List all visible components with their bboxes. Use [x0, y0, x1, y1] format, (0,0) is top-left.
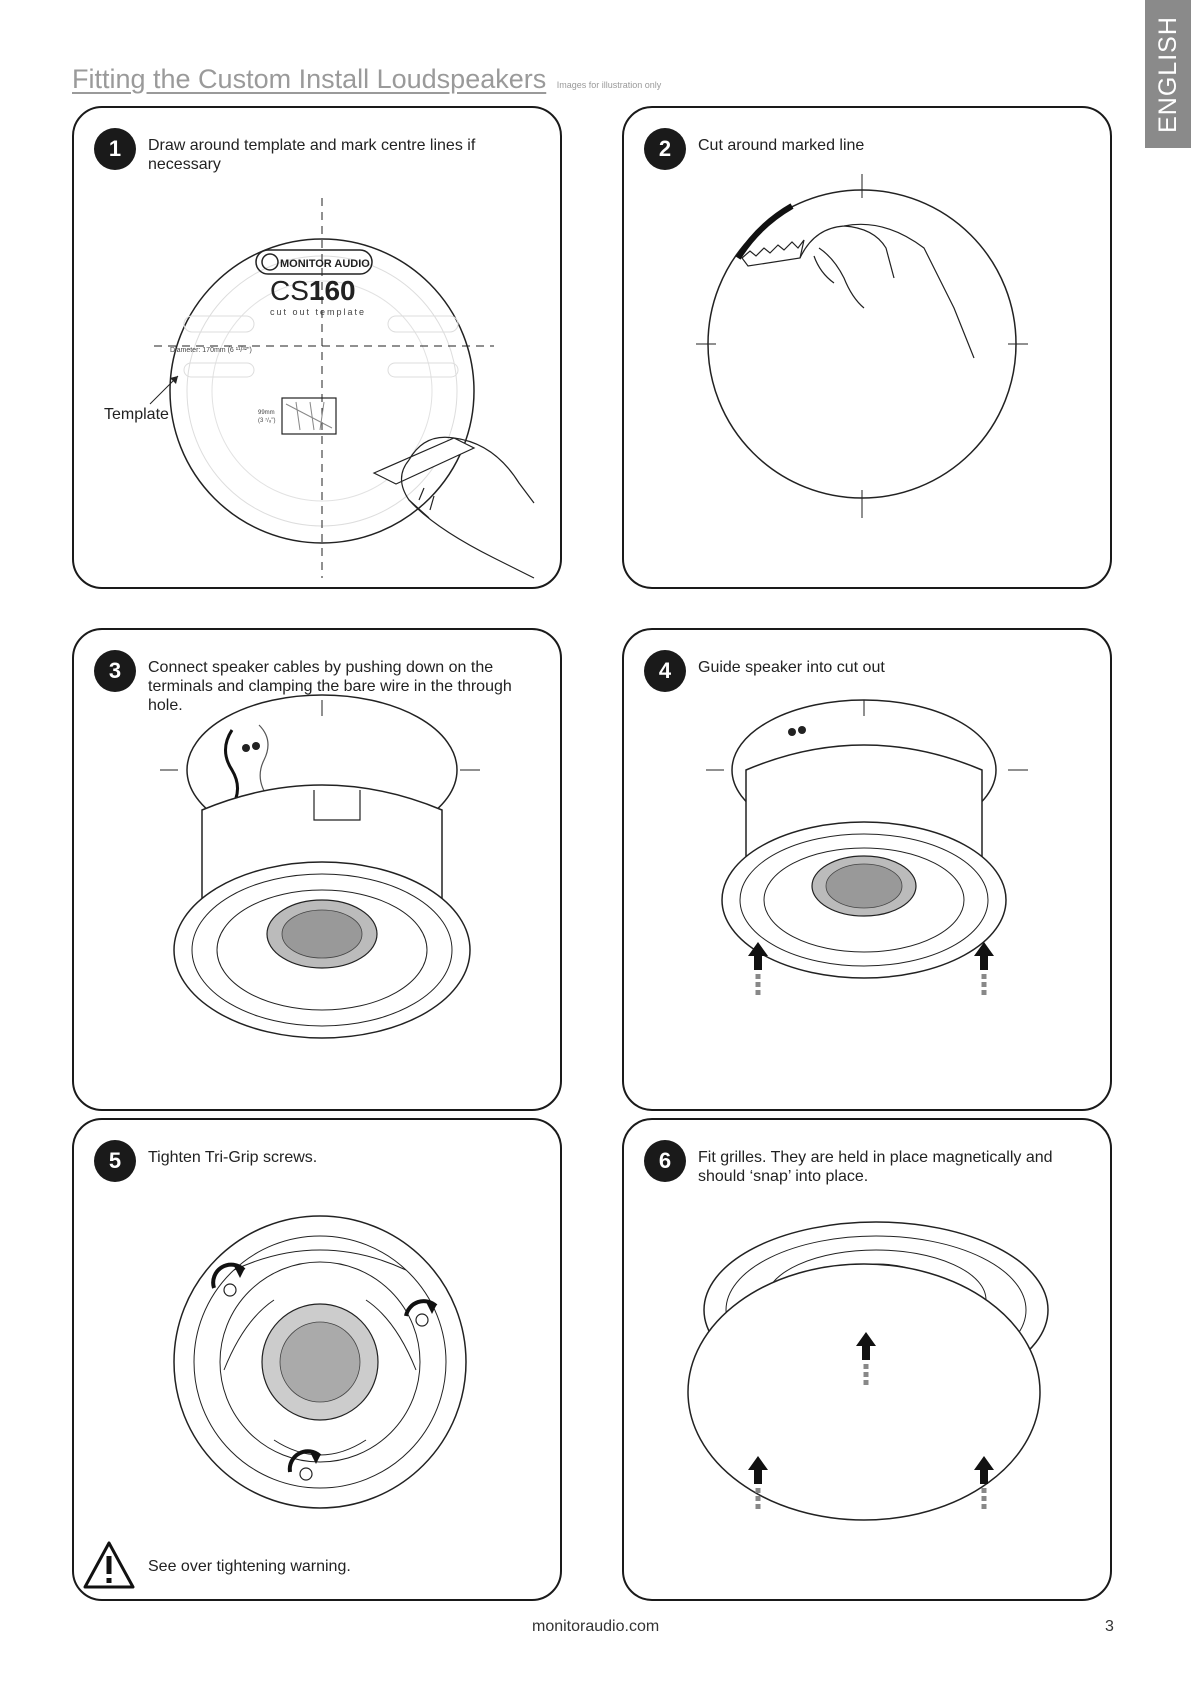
step-4-text: Guide speaker into cut out — [698, 659, 885, 676]
step-4-illustration — [706, 699, 1028, 996]
step-6-panel: 6 Fit grilles. They are held in place ma… — [622, 1118, 1112, 1601]
step-1-illustration: MONITOR AUDIO CS160 cut out template Dia… — [149, 198, 535, 579]
page-title-text: Fitting the Custom Install Loudspeakers — [72, 64, 547, 94]
step-6-illustration — [687, 1221, 1049, 1521]
step-3-panel: 3 Connect speaker cables by pushing down… — [72, 628, 562, 1111]
language-tab: ENGLISH — [1145, 0, 1191, 148]
template-brand: MONITOR AUDIO — [280, 258, 370, 270]
step-1-text: Draw around template and mark centre lin… — [148, 137, 476, 173]
template-label: Template — [104, 406, 169, 423]
step-2-panel: 2 Cut around marked line — [622, 106, 1112, 589]
svg-text:CS160: CS160 — [270, 275, 356, 306]
step-4-badge: 4 — [644, 650, 686, 692]
warning-icon — [83, 1541, 135, 1589]
step-5-text: Tighten Tri-Grip screws. — [148, 1149, 318, 1166]
step-1-panel: 1 Draw around template and mark centre l… — [72, 106, 562, 589]
template-model-number: 160 — [309, 275, 356, 306]
step-5-badge: 5 — [94, 1140, 136, 1182]
step-1-badge: 1 — [94, 128, 136, 170]
template-depth-in: (3 ⁷/₈") — [258, 417, 275, 424]
language-label: ENGLISH — [1153, 15, 1182, 133]
step-3-badge: 3 — [94, 650, 136, 692]
step-3-illustration — [160, 694, 480, 1039]
step-2-badge: 2 — [644, 128, 686, 170]
step-6-text: Fit grilles. They are held in place magn… — [698, 1149, 1053, 1185]
step-4-panel: 4 Guide speaker into cut out — [622, 628, 1112, 1111]
step-3-text: Connect speaker cables by pushing down o… — [148, 659, 512, 714]
template-depth-mm: 99mm — [258, 410, 275, 416]
step-6-badge: 6 — [644, 1140, 686, 1182]
step-5-panel: 5 Tighten Tri-Grip screws. See over tigh… — [72, 1118, 562, 1601]
step-2-text: Cut around marked line — [698, 137, 865, 154]
page-number: 3 — [1105, 1618, 1114, 1635]
footer-url: monitoraudio.com — [532, 1618, 660, 1635]
page-title: Fitting the Custom Install Loudspeakers … — [72, 64, 661, 95]
template-diameter: Diameter: 170mm (6 ¹¹/³²") — [170, 347, 252, 354]
template-model-prefix: CS — [270, 275, 309, 306]
step-2-illustration — [696, 174, 1028, 518]
step-5-illustration — [173, 1215, 467, 1509]
illustration-note: Images for illustration only — [556, 80, 662, 90]
warning-text: See over tightening warning. — [148, 1558, 351, 1575]
template-subtitle: cut out template — [270, 307, 366, 317]
